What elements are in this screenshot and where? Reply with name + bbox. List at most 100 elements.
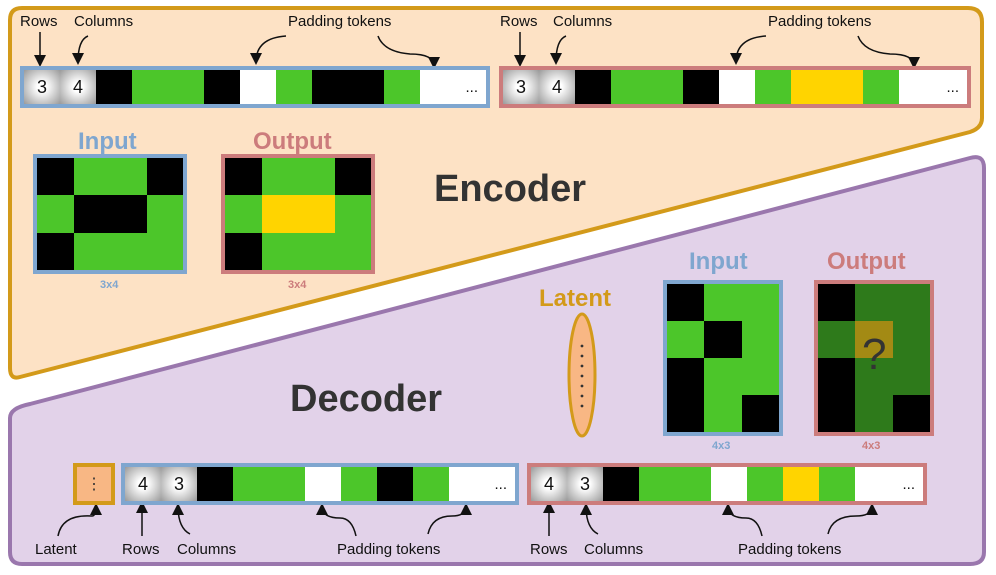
padding-ellipsis: ... [891, 467, 923, 501]
sequence-token [197, 467, 233, 501]
padding-ellipsis: ... [935, 70, 967, 104]
grid-cell [37, 195, 74, 233]
grid-cell [261, 232, 298, 270]
enc-in-padding-label: Padding tokens [288, 13, 392, 30]
decoder-output-dims: 4x3 [862, 440, 881, 452]
columns-token: 3 [567, 467, 603, 501]
grid-cell [261, 158, 298, 196]
rows-token: 4 [531, 467, 567, 501]
grid-cell [818, 395, 856, 432]
grid-cell [225, 195, 262, 233]
grid-cell [667, 321, 705, 358]
arrow-dec-latent [57, 503, 102, 537]
grid-cell [704, 321, 742, 358]
latent-dot [580, 374, 584, 378]
arrow-enc-out-pad2 [857, 35, 920, 69]
grid-cell [892, 321, 930, 358]
dec-out-padding-label: Padding tokens [738, 541, 842, 558]
enc-out-rows-label: Rows [500, 13, 538, 30]
grid-cell [892, 284, 930, 321]
dec-in-rows-label: Rows [122, 541, 160, 558]
grid-cell [741, 395, 779, 432]
grid-cell [110, 232, 147, 270]
sequence-token [755, 70, 791, 104]
enc-out-padding-label: Padding tokens [768, 13, 872, 30]
decoder-input-title: Input [689, 248, 748, 275]
grid-cell [818, 321, 856, 358]
grid-cell [667, 395, 705, 432]
sequence-token [639, 467, 675, 501]
encoder-output-title: Output [253, 128, 332, 155]
sequence-token [348, 70, 384, 104]
sequence-token [711, 467, 747, 501]
grid-cell [146, 158, 183, 196]
grid-cell [704, 284, 742, 321]
sequence-token [819, 467, 855, 501]
encoder-input-title: Input [78, 128, 137, 155]
decoder-output-grid [814, 280, 934, 436]
encoder-input-grid [33, 154, 187, 274]
decoder-input-grid [663, 280, 783, 436]
arrow-enc-in-pad1 [250, 35, 287, 65]
latent-dot [580, 404, 584, 408]
grid-cell [741, 321, 779, 358]
arrow-enc-in-cols [72, 35, 89, 65]
grid-cell [741, 358, 779, 395]
grid-cell [892, 395, 930, 432]
decoder-output-title: Output [827, 248, 906, 275]
grid-cell [298, 158, 335, 196]
grid-cell [704, 358, 742, 395]
arrow-enc-out-cols [550, 35, 567, 65]
sequence-token [791, 70, 827, 104]
sequence-token [305, 467, 341, 501]
grid-cell [261, 195, 298, 233]
grid-cell [146, 232, 183, 270]
encoder-output-grid [221, 154, 375, 274]
rows-token: 4 [125, 467, 161, 501]
rows-token: 3 [24, 70, 60, 104]
sequence-token [269, 467, 305, 501]
sequence-token [603, 467, 639, 501]
grid-cell [110, 195, 147, 233]
grid-cell [855, 395, 893, 432]
grid-cell [334, 195, 371, 233]
grid-cell [73, 232, 110, 270]
latent-token: ⋮ [73, 463, 115, 505]
encoder-output-dims: 3x4 [288, 279, 307, 291]
grid-cell [855, 358, 893, 395]
decoder-panel [8, 155, 986, 566]
sequence-token [747, 467, 783, 501]
sequence-token [827, 70, 863, 104]
sequence-token [384, 70, 420, 104]
sequence-token [312, 70, 348, 104]
grid-cell [225, 158, 262, 196]
grid-cell [667, 284, 705, 321]
latent-title: Latent [539, 285, 611, 312]
sequence-token [413, 467, 449, 501]
arrow-dec-in-pad1 [316, 503, 357, 537]
arrow-dec-out-cols [580, 503, 599, 535]
grid-cell [73, 195, 110, 233]
decoder-title: Decoder [290, 378, 443, 420]
unknown-output-question-mark: ? [862, 330, 887, 379]
grid-cell [855, 321, 893, 358]
sequence-token [675, 467, 711, 501]
grid-cell [73, 158, 110, 196]
columns-token: 3 [161, 467, 197, 501]
grid-cell [704, 395, 742, 432]
sequence-token [204, 70, 240, 104]
dec-latent-label: Latent [35, 541, 77, 558]
columns-token: 4 [539, 70, 575, 104]
sequence-token [647, 70, 683, 104]
grid-cell [334, 158, 371, 196]
sequence-token [899, 70, 935, 104]
grid-cell [298, 232, 335, 270]
dec-in-cols-label: Columns [177, 541, 237, 558]
padding-ellipsis: ... [456, 70, 486, 104]
sequence-token [611, 70, 647, 104]
grid-cell [146, 195, 183, 233]
arrow-dec-in-cols [172, 503, 191, 535]
